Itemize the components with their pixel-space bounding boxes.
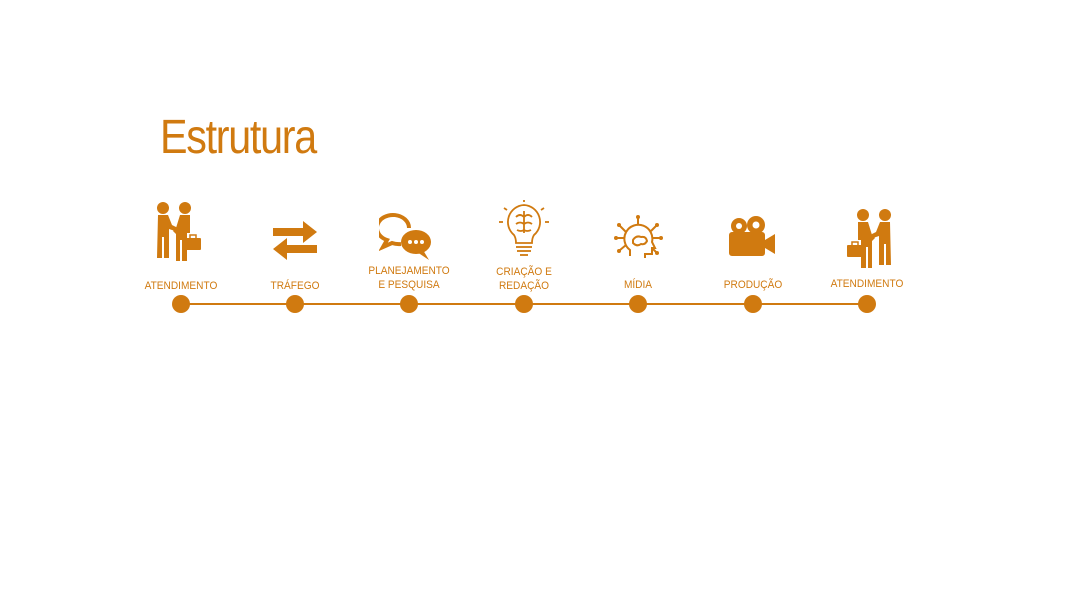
timeline-dot	[286, 295, 304, 313]
page-title: Estrutura	[160, 111, 317, 164]
timeline-dot	[629, 295, 647, 313]
video-camera-icon	[723, 208, 783, 270]
step-label: PLANEJAMENTO	[368, 265, 450, 277]
step-label: CRIAÇÃO E	[496, 266, 552, 278]
ai-head-icon	[608, 212, 668, 274]
timeline-dot	[858, 295, 876, 313]
timeline-dot	[515, 295, 533, 313]
chat-bubbles-icon	[379, 206, 439, 268]
handshake-icon	[151, 200, 211, 262]
step-label-line-2: REDAÇÃO	[498, 280, 550, 292]
handshake-icon	[837, 207, 897, 269]
timeline-dot	[172, 295, 190, 313]
step-label: TRÁFEGO	[270, 280, 320, 292]
step-label: ATENDIMENTO	[830, 278, 904, 290]
timeline-dot	[744, 295, 762, 313]
lightbulb-brain-icon	[494, 200, 554, 262]
swap-arrows-icon	[265, 210, 325, 272]
step-label: ATENDIMENTO	[144, 280, 218, 292]
step-label: PRODUÇÃO	[723, 279, 783, 291]
timeline-dot	[400, 295, 418, 313]
step-label-line-2: E PESQUISA	[378, 279, 440, 291]
step-label: MÍDIA	[623, 279, 653, 291]
